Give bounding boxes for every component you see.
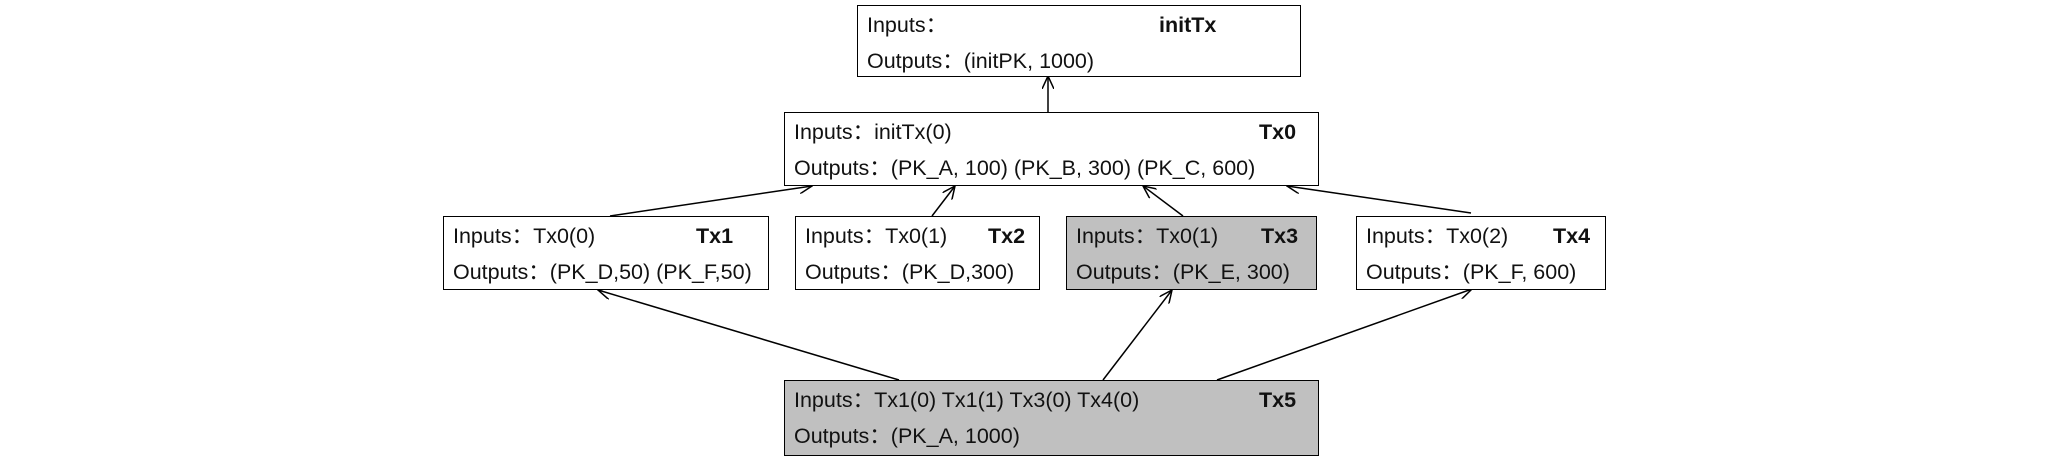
tx-name: initTx [1159, 13, 1217, 37]
tx-box-tx1: Inputs：Tx0(0) Outputs：(PK_D,50) (PK_F,50… [443, 216, 769, 290]
tx-outputs: Outputs：(PK_E, 300) [1076, 260, 1290, 284]
tx-name: Tx5 [1259, 388, 1297, 412]
tx-box-tx5: Inputs：Tx1(0) Tx1(1) Tx3(0) Tx4(0) Outpu… [784, 380, 1319, 456]
tx-box-tx0: Inputs：initTx(0) Outputs：(PK_A, 100) (PK… [784, 112, 1319, 186]
edge-tx2-to-tx0 [931, 186, 955, 217]
tx-outputs: Outputs：(initPK, 1000) [867, 49, 1095, 73]
tx-inputs: Inputs：Tx1(0) Tx1(1) Tx3(0) Tx4(0) [794, 388, 1140, 412]
tx-name: Tx3 [1261, 224, 1299, 248]
edge-tx5-to-tx3 [1102, 290, 1172, 381]
tx-box-inittx: Inputs： Outputs：(initPK, 1000) initTx [857, 5, 1301, 77]
tx-name: Tx0 [1259, 120, 1297, 144]
tx-inputs: Inputs：Tx0(0) [453, 224, 596, 248]
edge-tx5-to-tx1 [598, 290, 900, 381]
tx-outputs: Outputs：(PK_A, 100) (PK_B, 300) (PK_C, 6… [794, 156, 1256, 180]
tx-outputs: Outputs：(PK_D,50) (PK_F,50) [453, 260, 752, 284]
tx-outputs: Outputs：(PK_A, 1000) [794, 424, 1020, 448]
tx-outputs: Outputs：(PK_F, 600) [1366, 260, 1577, 284]
tx-box-tx4: Inputs：Tx0(2) Outputs：(PK_F, 600) Tx4 [1356, 216, 1606, 290]
edge-tx1-to-tx0 [609, 186, 812, 217]
edge-tx5-to-tx4 [1216, 289, 1472, 381]
tx-inputs: Inputs： [867, 13, 948, 37]
tx-box-tx3: Inputs：Tx0(1) Outputs：(PK_E, 300) Tx3 [1066, 216, 1317, 290]
tx-box-tx2: Inputs：Tx0(1) Outputs：(PK_D,300) Tx2 [795, 216, 1040, 290]
edge-tx4-to-tx0 [1287, 186, 1472, 214]
tx-name: Tx4 [1553, 224, 1591, 248]
edge-tx3-to-tx0 [1143, 186, 1184, 217]
tx-name: Tx2 [988, 224, 1026, 248]
tx-inputs: Inputs：initTx(0) [794, 120, 952, 144]
tx-inputs: Inputs：Tx0(2) [1366, 224, 1509, 248]
tx-name: Tx1 [696, 224, 734, 248]
tx-inputs: Inputs：Tx0(1) [1076, 224, 1219, 248]
tx-outputs: Outputs：(PK_D,300) [805, 260, 1015, 284]
tx-inputs: Inputs：Tx0(1) [805, 224, 948, 248]
